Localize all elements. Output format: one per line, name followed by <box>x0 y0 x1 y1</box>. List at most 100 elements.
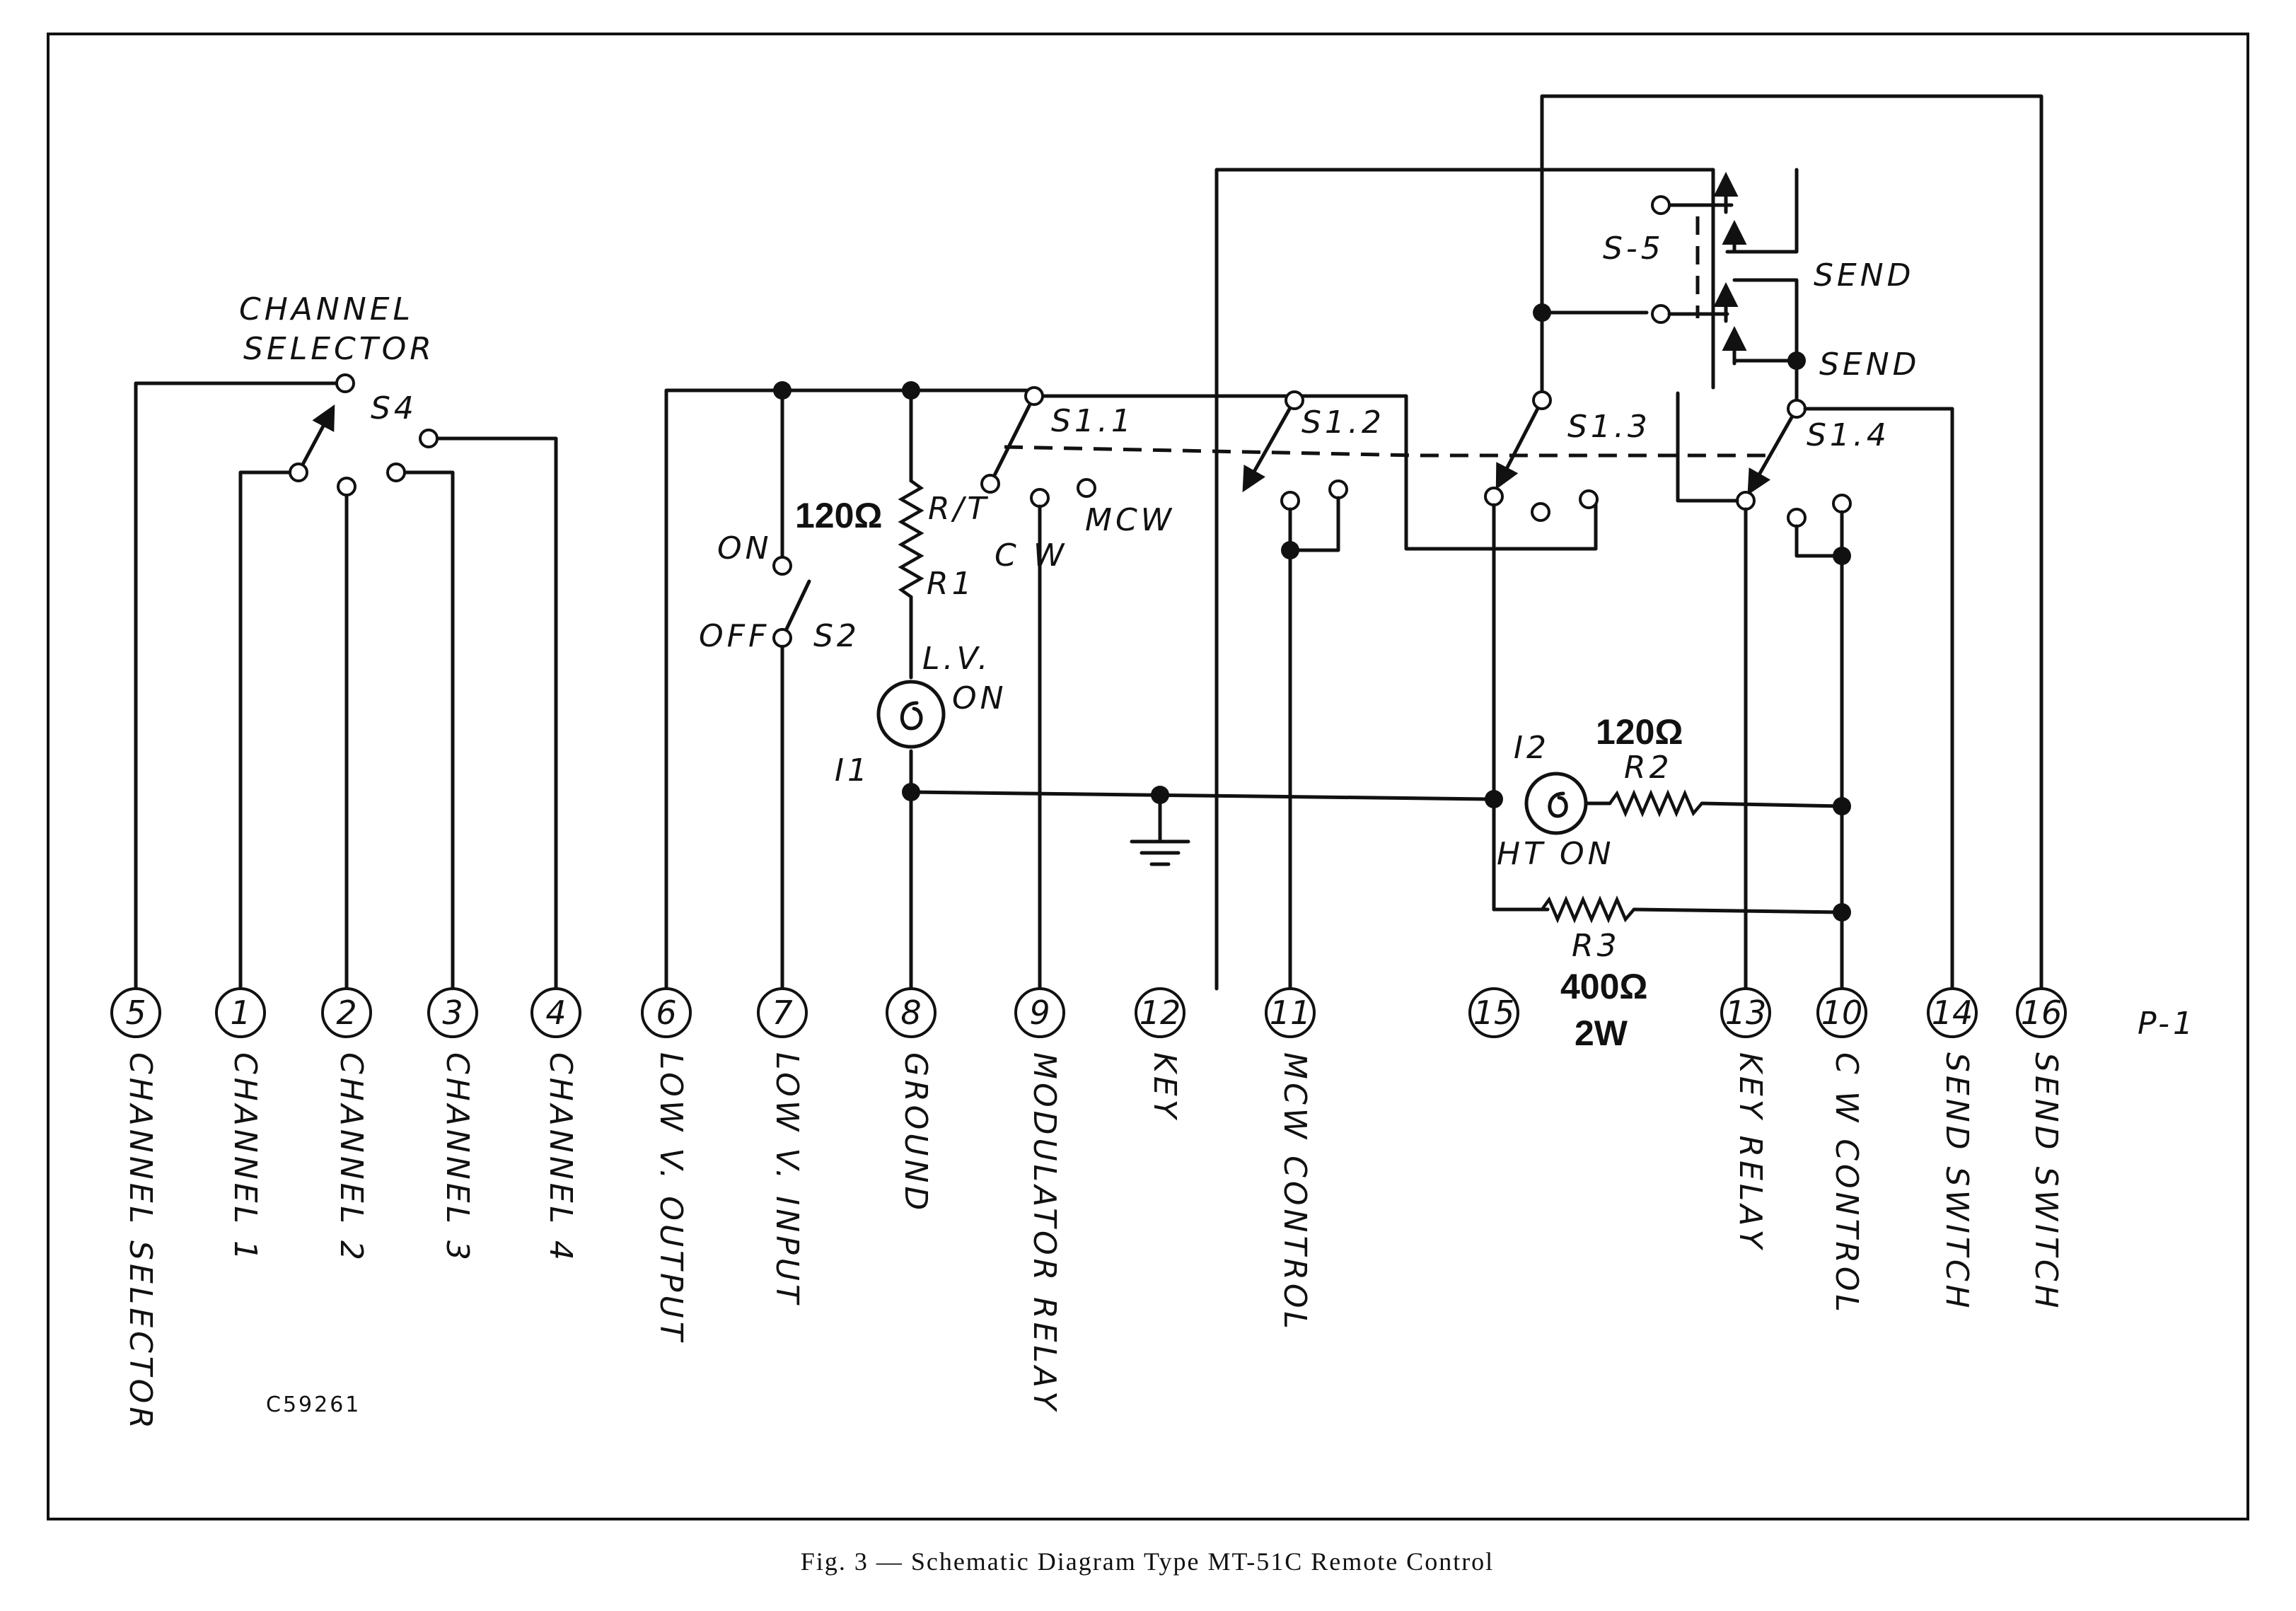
cw-label: C W <box>995 537 1067 574</box>
terminal-circle <box>2016 987 2067 1038</box>
low-voltage-circuit <box>664 381 1598 991</box>
terminal-label: CHANNEL 4 <box>543 1052 579 1264</box>
figure-caption: Fig. 3 — Schematic Diagram Type MT-51C R… <box>801 1547 1494 1576</box>
terminal-number: 6 <box>656 994 676 1032</box>
terminal-number: 14 <box>1932 994 1973 1032</box>
s4-title-line1: CHANNEL <box>239 291 414 327</box>
terminal-10: 10 C W CONTROL <box>1816 987 1867 1315</box>
terminal-number: 7 <box>772 994 792 1032</box>
r3-power: 2W <box>1575 1013 1628 1053</box>
plug-label: P-1 <box>2138 1006 2196 1042</box>
terminal-number: 12 <box>1140 994 1181 1032</box>
s4-channel-selector <box>134 373 558 991</box>
r2-name: R2 <box>1624 750 1673 786</box>
terminal-label: CHANNEL 3 <box>439 1052 475 1264</box>
terminal-number: 1 <box>230 994 250 1032</box>
i1-label-line1: L.V. <box>922 641 992 677</box>
s2-on-label: ON <box>717 530 772 566</box>
terminal-circle <box>110 987 161 1038</box>
s1-switch-bank <box>980 386 1777 991</box>
terminal-circle <box>757 987 808 1038</box>
component-labels: CHANNEL SELECTOR S4 ON OFF S2 120Ω R/T R… <box>239 231 2196 1417</box>
terminal-circle <box>427 987 478 1038</box>
terminal-circle <box>1468 987 1519 1038</box>
terminal-label: CHANNEL 2 <box>333 1052 369 1264</box>
terminal-label: LOW V. INPUT <box>769 1052 805 1307</box>
s1-2-label: S1.2 <box>1301 405 1385 441</box>
terminal-number: 9 <box>1029 994 1050 1032</box>
terminal-circle <box>321 987 372 1038</box>
terminal-number: 10 <box>1821 994 1863 1032</box>
terminal-label: LOW V. OUTPUT <box>653 1052 689 1344</box>
rt-label: R/T <box>928 491 990 527</box>
s4-title-line2: SELECTOR <box>243 331 435 367</box>
terminal-number: 13 <box>1725 994 1767 1032</box>
terminal-circle <box>641 987 692 1038</box>
terminal-label: MODULATOR RELAY <box>1026 1052 1062 1414</box>
terminal-circle <box>1135 987 1185 1038</box>
s1-4-label: S1.4 <box>1807 417 1890 453</box>
s5-label: S-5 <box>1603 231 1664 267</box>
r1-name: R1 <box>927 566 975 602</box>
send-switch-section <box>1214 94 2043 991</box>
terminal-number: 5 <box>125 994 146 1032</box>
terminal-circle <box>886 987 937 1038</box>
terminal-circle <box>1720 987 1771 1038</box>
terminal-circle <box>1014 987 1065 1038</box>
terminal-circle <box>1927 987 1978 1038</box>
terminal-number: 11 <box>1270 994 1311 1032</box>
terminal-label: SEND SWITCH <box>2028 1052 2064 1312</box>
send-lower-label: SEND <box>1819 347 1920 383</box>
i1-label-line2: ON <box>952 680 1007 716</box>
terminal-label: C W CONTROL <box>1828 1052 1865 1315</box>
s2-label: S2 <box>813 618 860 654</box>
terminal-number: 16 <box>2021 994 2063 1032</box>
mcw-label: MCW <box>1085 502 1175 538</box>
terminal-number: 3 <box>442 994 463 1032</box>
terminal-number: 4 <box>545 994 566 1032</box>
s2-off-label: OFF <box>699 618 770 654</box>
terminal-label: KEY <box>1147 1052 1183 1122</box>
terminal-number: 15 <box>1473 994 1515 1032</box>
terminal-circle <box>1816 987 1867 1038</box>
i1-name: I1 <box>835 752 871 789</box>
terminal-circle <box>1265 987 1316 1038</box>
r2-value: 120Ω <box>1596 712 1683 752</box>
r3-name: R3 <box>1572 928 1620 964</box>
terminal-label: SEND SWITCH <box>1939 1052 1975 1312</box>
s1-3-label: S1.3 <box>1567 409 1651 445</box>
terminal-label: CHANNEL SELECTOR <box>122 1052 158 1432</box>
terminal-circle <box>530 987 581 1038</box>
terminal-label: GROUND <box>898 1052 934 1214</box>
r1-value: 120Ω <box>795 496 883 535</box>
i2-name: I2 <box>1514 730 1550 766</box>
terminal-15: 15 <box>1468 987 1519 1038</box>
terminal-number: 8 <box>900 994 921 1032</box>
terminal-label: MCW CONTROL <box>1277 1052 1313 1332</box>
terminal-label: CHANNEL 1 <box>227 1052 263 1264</box>
drawing-code: C59261 <box>266 1392 361 1417</box>
drawing-frame <box>47 33 2249 1520</box>
terminal-number: 2 <box>336 994 356 1032</box>
send-upper-label: SEND <box>1814 257 1915 293</box>
r3-value: 400Ω <box>1560 967 1648 1006</box>
terminal-circle <box>215 987 266 1038</box>
i2-label: HT ON <box>1497 836 1615 872</box>
s4-label: S4 <box>371 390 417 426</box>
